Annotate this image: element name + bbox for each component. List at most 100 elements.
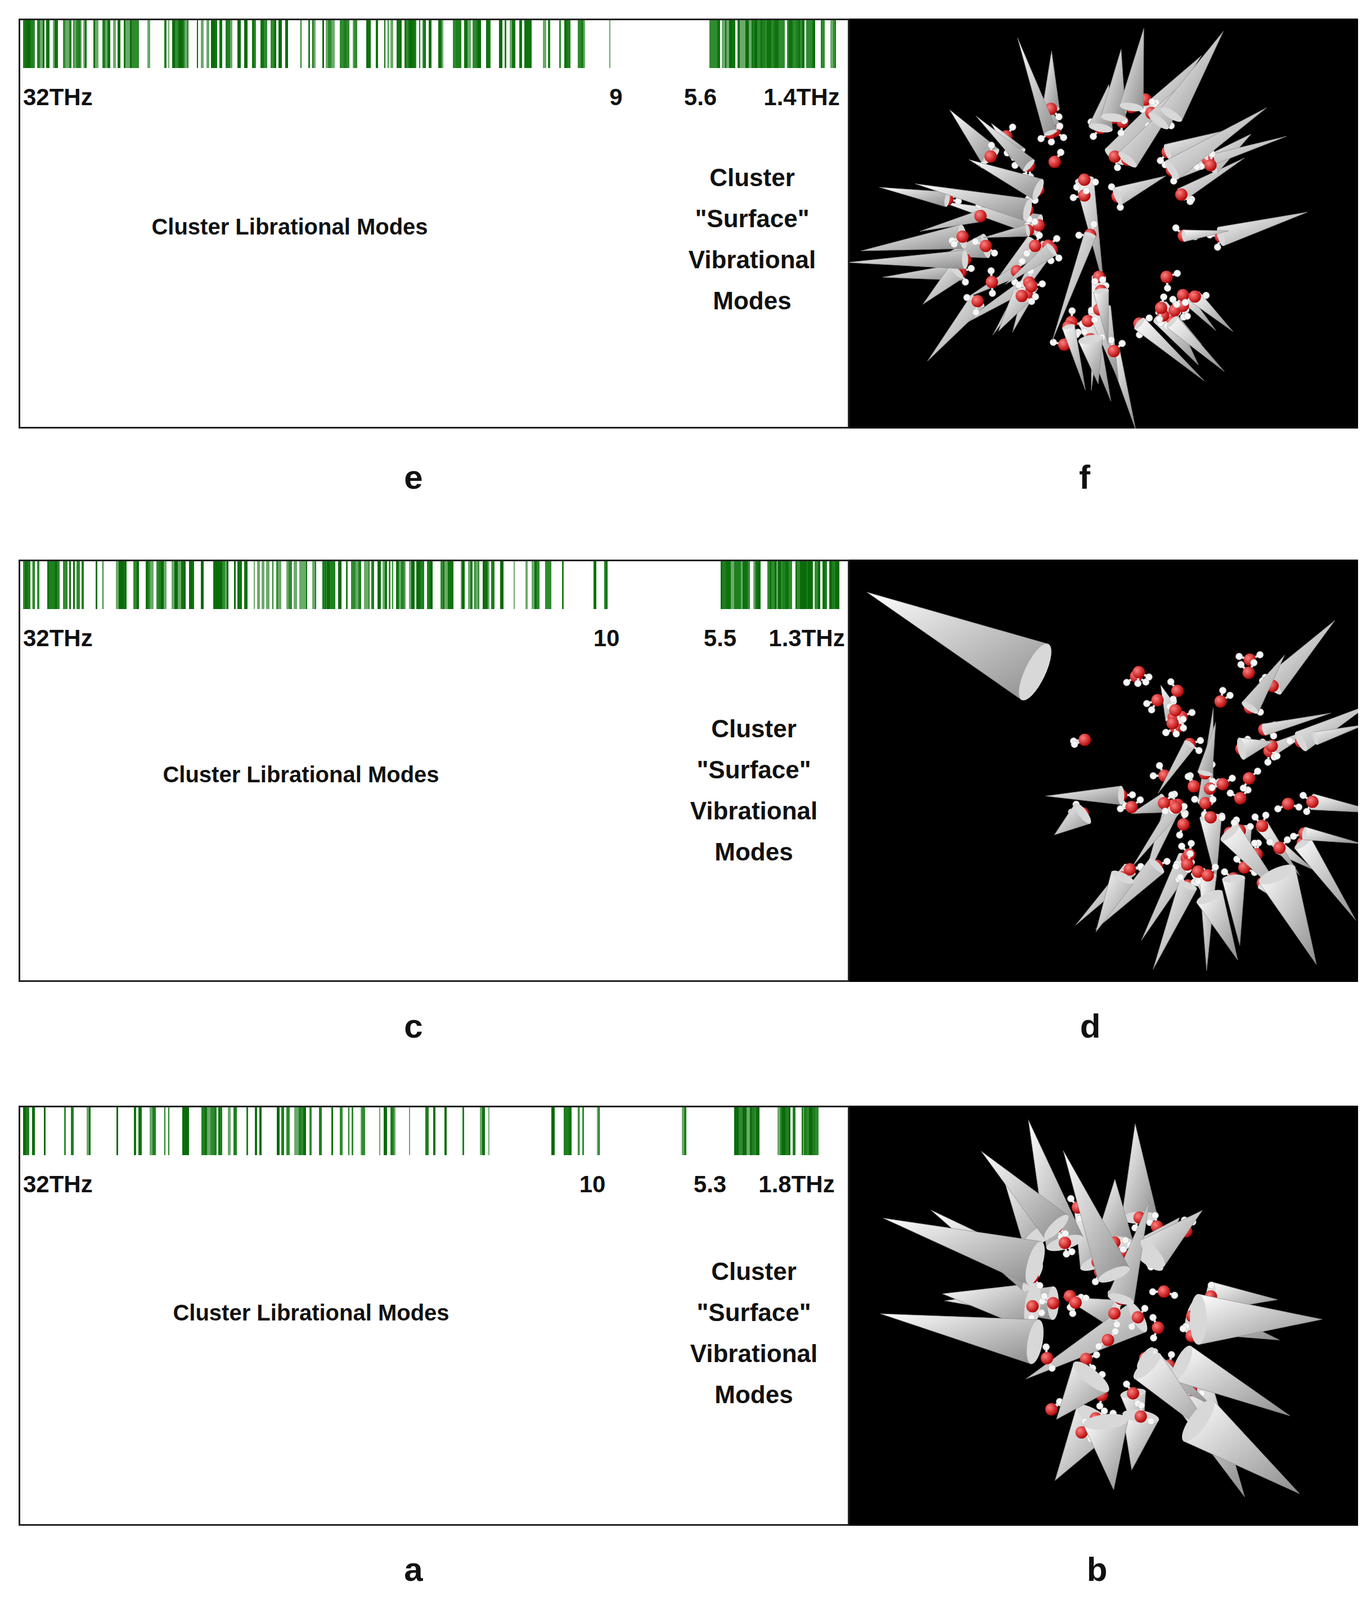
hydrogen-atom bbox=[1197, 737, 1204, 745]
panel-letter: a bbox=[403, 1550, 423, 1590]
mode-line bbox=[308, 20, 310, 69]
hydrogen-atom bbox=[1120, 1246, 1127, 1253]
vector-cone bbox=[1264, 620, 1335, 695]
mode-line bbox=[300, 20, 302, 69]
mode-line bbox=[244, 20, 248, 69]
spectrum-panel: Cluster Librational ModesCluster "Surfac… bbox=[18, 18, 850, 429]
cone-base bbox=[1093, 287, 1110, 295]
mode-line bbox=[77, 20, 81, 69]
mode-line bbox=[225, 561, 227, 610]
mode-frequency-strip bbox=[20, 1107, 848, 1156]
mode-line bbox=[712, 20, 717, 69]
mode-line bbox=[511, 20, 516, 69]
mode-line bbox=[37, 20, 40, 69]
mode-line bbox=[116, 1107, 119, 1156]
atoms bbox=[941, 93, 1228, 358]
mode-line bbox=[107, 20, 111, 69]
mode-line bbox=[84, 20, 87, 69]
mode-line bbox=[214, 561, 217, 610]
mode-line bbox=[219, 1107, 223, 1156]
hydrogen-atom bbox=[1015, 281, 1023, 289]
mode-line bbox=[477, 20, 482, 69]
hydrogen-atom bbox=[1043, 1343, 1050, 1351]
mode-line bbox=[778, 20, 782, 69]
mode-line bbox=[461, 561, 465, 610]
hydrogen-atom bbox=[987, 141, 995, 149]
mode-line bbox=[734, 1107, 737, 1156]
oxygen-atom bbox=[1107, 344, 1121, 358]
mode-line bbox=[46, 20, 50, 69]
hydrogen-atom bbox=[1048, 1365, 1056, 1373]
hydrogen-atom bbox=[1118, 340, 1126, 348]
mode-line bbox=[788, 561, 793, 610]
mode-line bbox=[63, 561, 65, 610]
region-label: Cluster "Surface" Vibrational Modes bbox=[663, 1251, 844, 1416]
cones-back bbox=[861, 51, 1287, 429]
mode-line bbox=[331, 1107, 334, 1156]
mode-line bbox=[277, 561, 282, 610]
mode-line bbox=[343, 20, 347, 69]
mode-line bbox=[147, 20, 151, 69]
oxygen-atom bbox=[1046, 1297, 1060, 1310]
mode-line bbox=[183, 561, 186, 610]
mode-line bbox=[781, 20, 785, 69]
mode-line bbox=[270, 20, 274, 69]
mode-line bbox=[402, 561, 405, 610]
mode-line bbox=[740, 561, 743, 610]
vector-cone bbox=[1078, 337, 1103, 385]
mode-line bbox=[468, 561, 471, 610]
frequency-tick-label: 5.3 bbox=[693, 1171, 727, 1199]
hydrogen-atom bbox=[1111, 1328, 1119, 1335]
hydrogen-atom bbox=[1172, 863, 1180, 871]
hydrogen-atom bbox=[1173, 300, 1181, 308]
mode-line bbox=[722, 561, 725, 610]
cone-base bbox=[1068, 1357, 1114, 1398]
vector-cone bbox=[1313, 725, 1359, 746]
mode-line bbox=[384, 561, 388, 610]
cone-base bbox=[1235, 736, 1248, 761]
mode-line bbox=[444, 1107, 447, 1156]
mode-line bbox=[756, 561, 759, 610]
mode-line bbox=[567, 1107, 569, 1156]
mode-line bbox=[488, 1107, 490, 1156]
mode-line bbox=[500, 561, 504, 610]
mode-line bbox=[547, 561, 552, 610]
mode-line bbox=[401, 561, 403, 610]
vector-cone bbox=[1083, 1419, 1129, 1491]
oxygen-atom bbox=[1214, 695, 1227, 708]
hydrogen-atom bbox=[1256, 651, 1264, 659]
hydrogen-atom bbox=[1208, 784, 1216, 792]
mode-line bbox=[172, 20, 175, 69]
panel-letter: c bbox=[403, 1007, 423, 1046]
oxygen-atom bbox=[1234, 792, 1247, 805]
cone-base bbox=[1116, 149, 1139, 170]
cone-base bbox=[1071, 801, 1094, 827]
hydrogen-atom bbox=[1091, 316, 1099, 324]
mode-line bbox=[771, 20, 773, 69]
mode-line bbox=[756, 1107, 760, 1156]
cone-base bbox=[1030, 177, 1046, 202]
mode-line bbox=[727, 561, 731, 610]
hydrogen-atom bbox=[1134, 680, 1142, 687]
mode-line bbox=[64, 561, 68, 610]
hydrogen-atom bbox=[1040, 1293, 1048, 1301]
mode-line bbox=[729, 20, 733, 69]
cones-front bbox=[849, 28, 1308, 390]
hydrogen-atom bbox=[963, 294, 971, 301]
hydrogen-atom bbox=[1264, 758, 1272, 766]
hydrogen-atom bbox=[1145, 315, 1153, 322]
hydrogen-atom bbox=[989, 290, 996, 298]
mode-line bbox=[802, 1107, 804, 1156]
mode-line bbox=[272, 561, 274, 610]
vector-cone bbox=[1134, 318, 1205, 382]
mode-line bbox=[214, 20, 218, 69]
cone-base bbox=[1045, 241, 1059, 257]
hydrogen-atom bbox=[1113, 164, 1121, 172]
mode-line bbox=[360, 1107, 362, 1156]
mode-line bbox=[345, 561, 348, 610]
mode-line bbox=[95, 561, 98, 610]
cone-base bbox=[969, 293, 987, 310]
oxygen-atom bbox=[1078, 733, 1091, 746]
hydrogen-atom bbox=[1156, 315, 1163, 323]
hydrogen-atom bbox=[1009, 123, 1017, 131]
